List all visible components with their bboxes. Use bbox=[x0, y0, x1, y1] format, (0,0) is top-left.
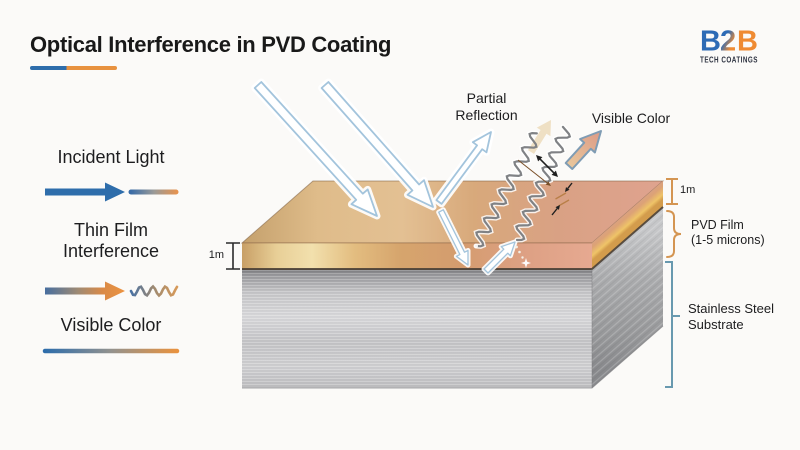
emerging-wave-1 bbox=[474, 131, 538, 248]
scatter-dots bbox=[474, 244, 531, 268]
partial-reflection-line1: Partial bbox=[466, 90, 507, 106]
pvd-film-line2: (1-5 microns) bbox=[691, 233, 765, 247]
internal-reflection-arrow bbox=[483, 241, 516, 274]
faded-emergent-arrow bbox=[528, 120, 551, 154]
partial-reflection-line2: Reflection bbox=[455, 107, 518, 123]
legend-graphics bbox=[42, 182, 180, 354]
steel-right-texture bbox=[592, 207, 663, 388]
film-thickness-bracket-left bbox=[226, 242, 240, 270]
legend-incident-arrow bbox=[45, 182, 125, 202]
logo: B 2 B TECH COATINGS bbox=[700, 26, 758, 65]
incident-light-arrow-2 bbox=[320, 81, 434, 208]
partial-reflection-arrow bbox=[435, 131, 492, 205]
measurement-brackets bbox=[226, 178, 682, 388]
legend-label-visible-color: Visible Color bbox=[60, 315, 162, 335]
steel-front-texture bbox=[242, 269, 592, 388]
film-thickness-left-label: 1m bbox=[208, 249, 224, 261]
logo-subtitle: TECH COATINGS bbox=[700, 56, 758, 65]
substrate-line2: Substrate bbox=[688, 317, 744, 332]
legend-interference-arrow bbox=[45, 281, 125, 301]
pvd-film-front-face bbox=[242, 243, 592, 269]
page-title: Optical Interference in PVD Coating bbox=[30, 32, 392, 57]
legend-thin-film-line1: Thin Film bbox=[73, 220, 148, 240]
film-thickness-right-label: 1m bbox=[680, 184, 696, 196]
phase-shift-markers bbox=[517, 155, 573, 216]
substrate-label: Stainless Steel Substrate bbox=[688, 301, 774, 333]
sparkle bbox=[521, 258, 531, 268]
coated-block bbox=[240, 180, 665, 389]
substrate-bracket bbox=[665, 261, 680, 388]
pvd-film-line1: PVD Film bbox=[691, 218, 744, 232]
legend-interference-wave bbox=[129, 284, 179, 298]
logo-2: 2 bbox=[720, 26, 736, 58]
film-thickness-bracket-right bbox=[666, 178, 678, 205]
pvd-film-label: PVD Film (1-5 microns) bbox=[691, 218, 765, 248]
partial-reflection-label: Partial Reflection bbox=[424, 90, 549, 124]
block-bottom-edge-line bbox=[242, 325, 664, 389]
refracted-ray-arrow bbox=[438, 209, 469, 266]
emerging-wave-2 bbox=[515, 125, 572, 242]
legend-label-thin-film-interference: Thin Film Interference bbox=[11, 220, 211, 262]
logo-b2: B bbox=[737, 26, 758, 58]
visible-color-label: Visible Color bbox=[591, 110, 671, 126]
film-substrate-interface-line bbox=[242, 206, 664, 270]
legend-thin-film-line2: Interference bbox=[62, 241, 160, 261]
light-rays bbox=[251, 78, 602, 276]
incident-light-arrow-1 bbox=[253, 81, 378, 217]
title-underline bbox=[30, 66, 117, 70]
pvd-film-right-face bbox=[592, 181, 663, 269]
logo-b1: B bbox=[700, 26, 721, 58]
substrate-line1: Stainless Steel bbox=[688, 301, 774, 316]
visible-color-arrow bbox=[564, 130, 602, 170]
legend-label-incident-light: Incident Light bbox=[57, 147, 165, 167]
pvd-film-bracket bbox=[666, 210, 682, 258]
